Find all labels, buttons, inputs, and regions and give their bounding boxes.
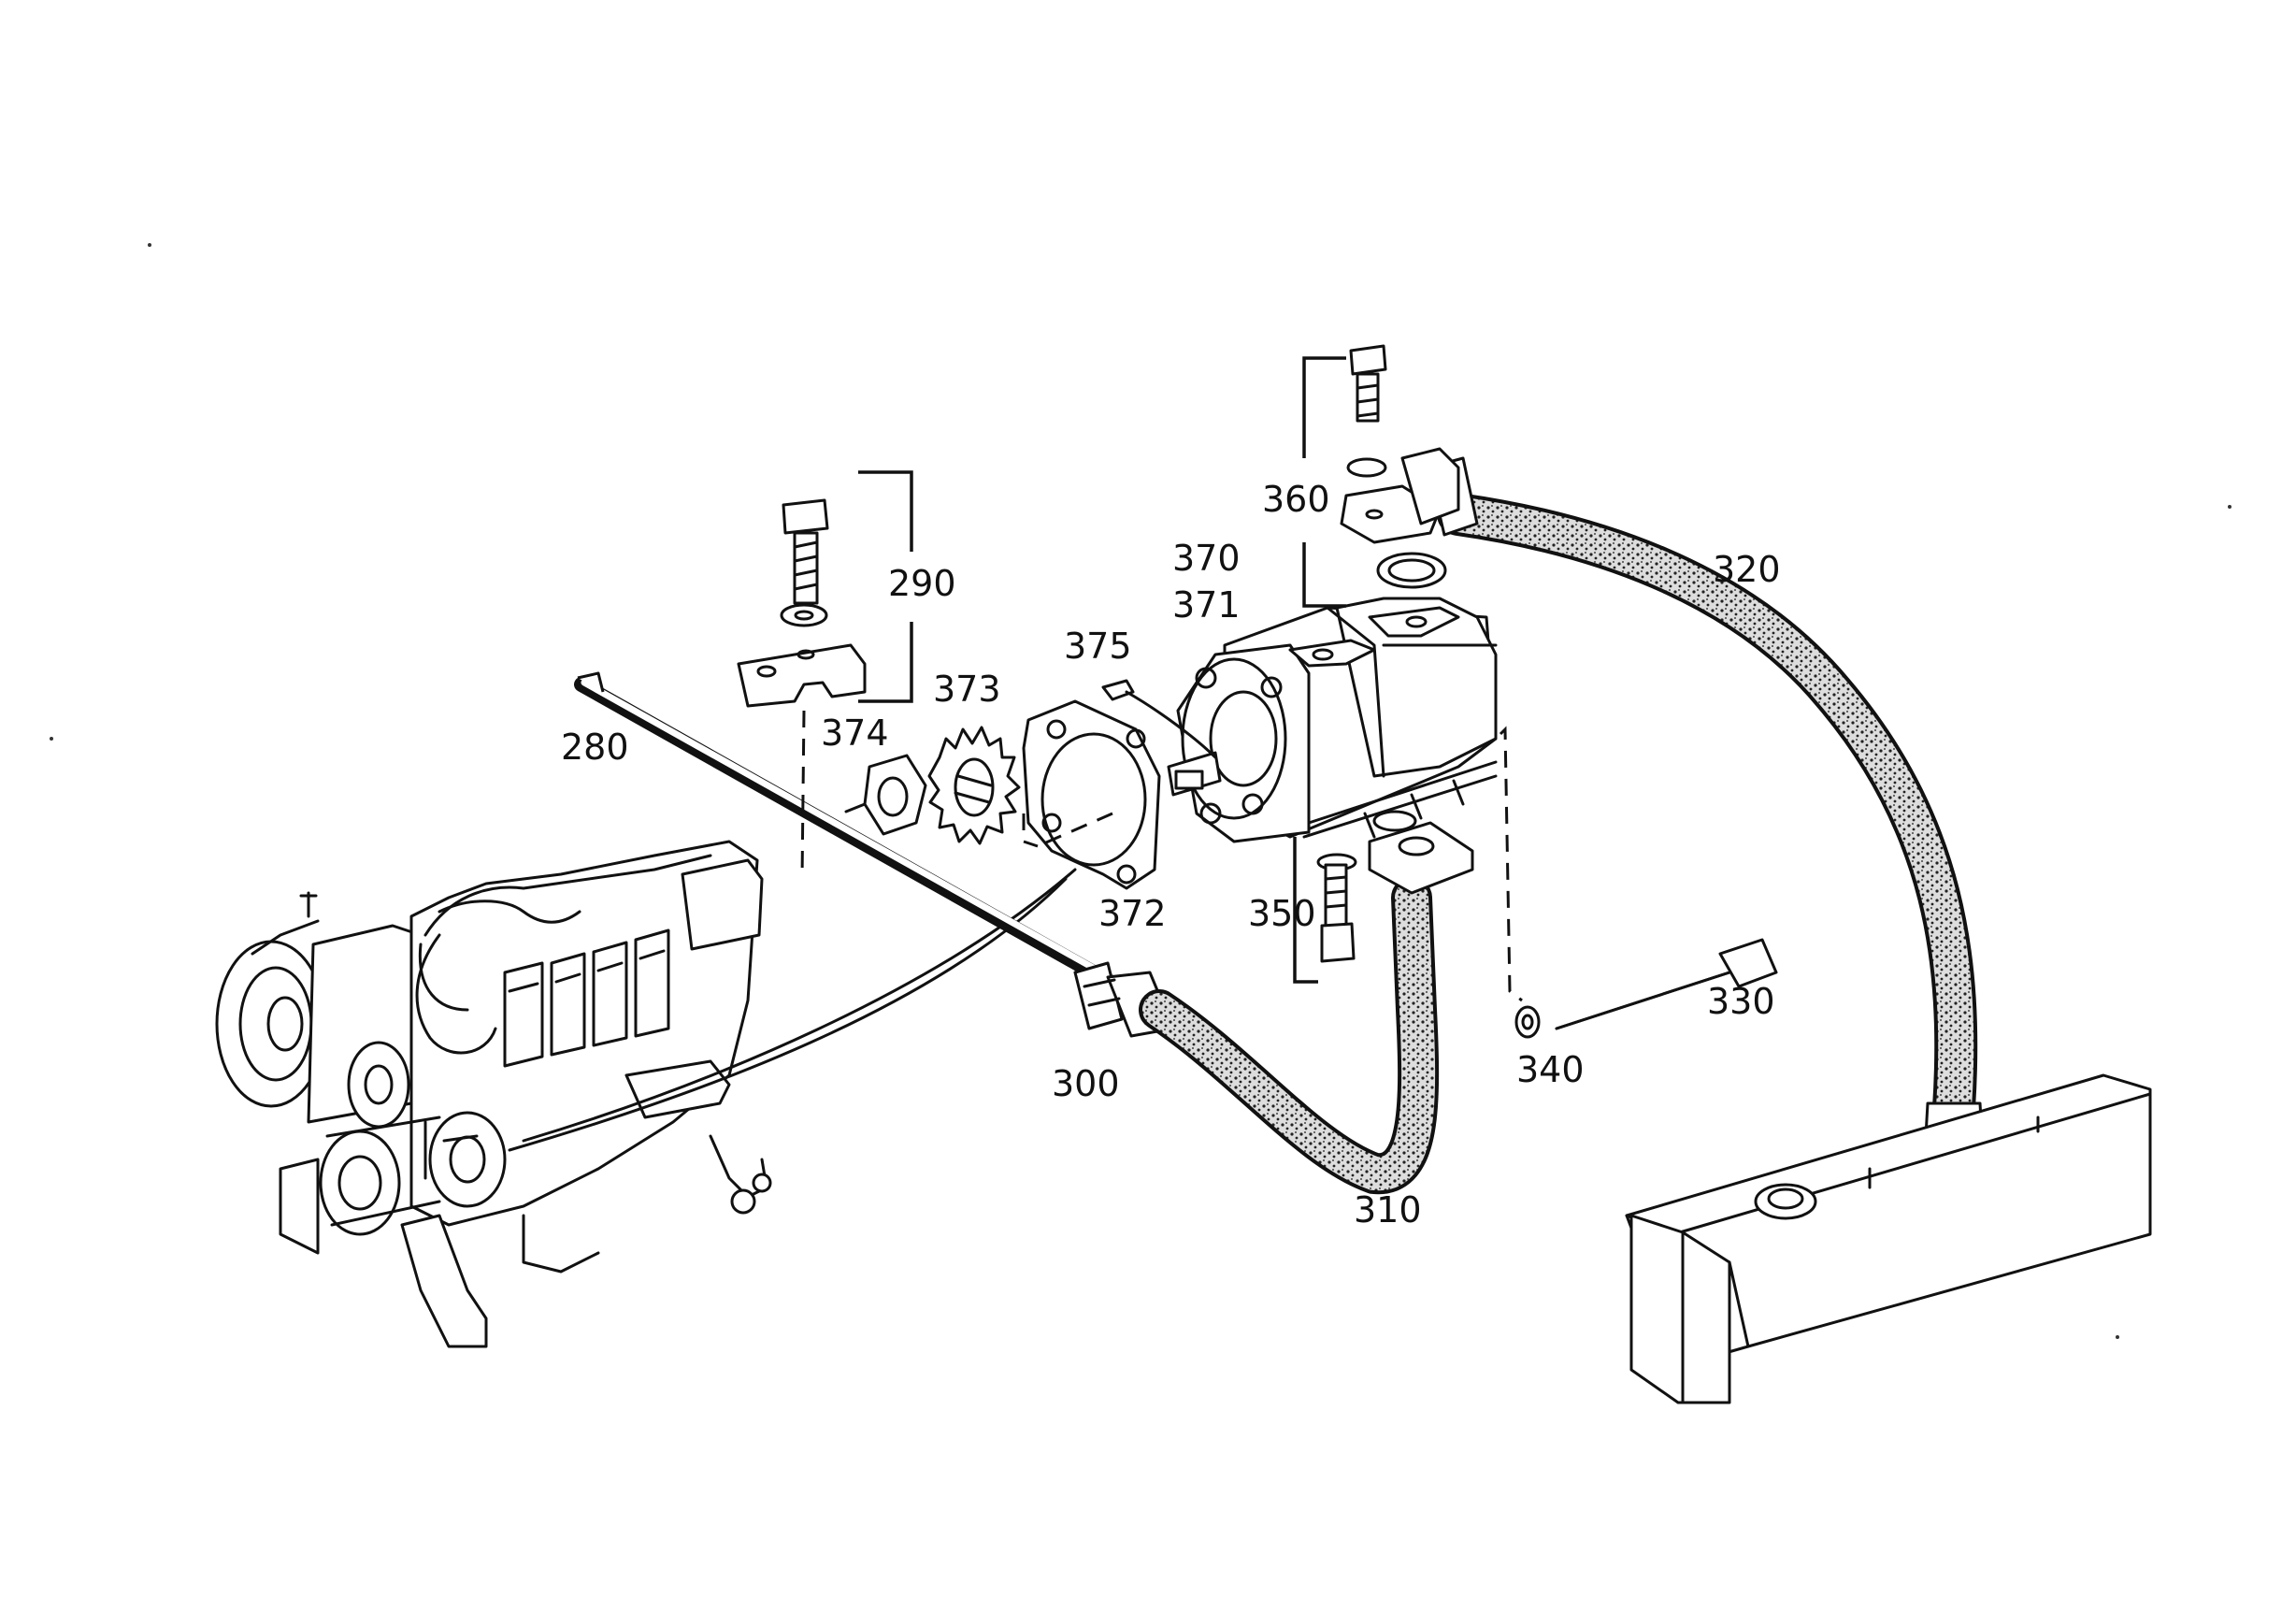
callout-280: 280 xyxy=(561,727,629,768)
callout-374: 374 xyxy=(821,712,889,754)
callout-370: 370 xyxy=(1172,538,1241,579)
callout-350: 350 xyxy=(1248,893,1316,934)
key-375 xyxy=(1101,679,1135,701)
hose-320 xyxy=(1427,456,1987,1171)
flange-360 xyxy=(1340,344,1460,589)
callout-373: 373 xyxy=(933,669,1001,710)
bracket-360 xyxy=(1302,356,1346,608)
bracket-290 xyxy=(858,470,913,703)
hex-nut-374 xyxy=(863,754,927,836)
engine-icon xyxy=(215,840,772,1348)
bracket-350 xyxy=(1293,837,1318,984)
tank-icon xyxy=(1625,1073,2152,1404)
hydraulic-pump-370 xyxy=(1167,597,1498,843)
callout-310: 310 xyxy=(1354,1189,1422,1231)
pipe-280 xyxy=(574,671,1134,999)
callout-290: 290 xyxy=(888,563,956,604)
callout-300: 300 xyxy=(1052,1063,1120,1104)
callout-330: 330 xyxy=(1707,981,1775,1022)
screw-330 xyxy=(1555,938,1778,1030)
washer-340 xyxy=(1514,1005,1541,1039)
callout-360: 360 xyxy=(1262,479,1330,520)
callout-371: 371 xyxy=(1172,584,1241,626)
gear-373 xyxy=(927,726,1021,845)
clamp-290 xyxy=(737,498,867,708)
callout-340: 340 xyxy=(1516,1049,1585,1090)
callout-372: 372 xyxy=(1098,893,1167,934)
flange-350 xyxy=(1316,810,1474,963)
callout-375: 375 xyxy=(1064,626,1132,667)
hose-310 xyxy=(1139,877,1440,1195)
callout-320: 320 xyxy=(1713,549,1781,590)
gasket-372 xyxy=(1022,699,1161,890)
